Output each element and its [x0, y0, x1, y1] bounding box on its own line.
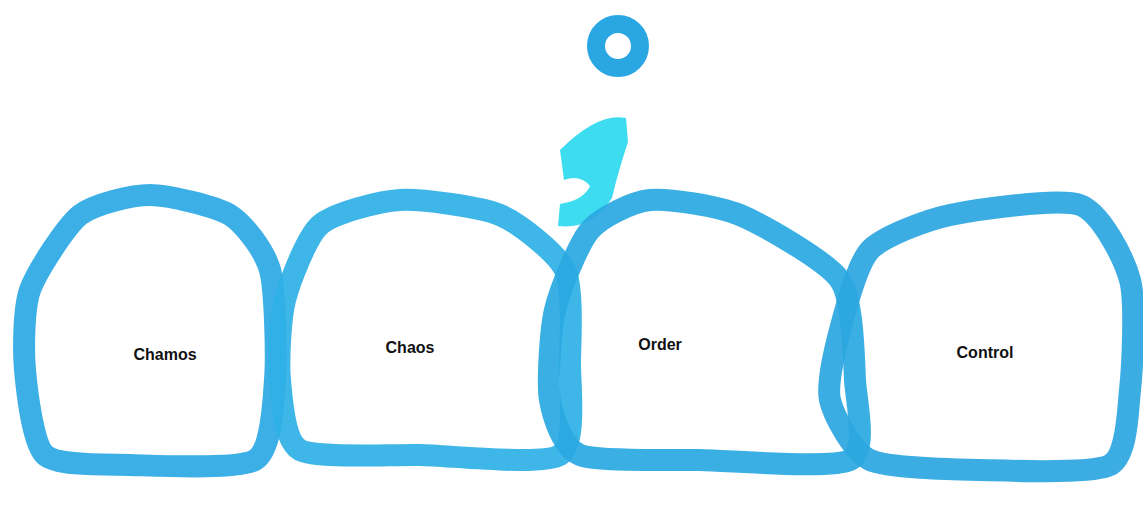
ring-node: Chamos	[13, 183, 287, 477]
ring-label: Chaos	[386, 338, 435, 357]
ring-label: Order	[638, 335, 682, 354]
brush-ring	[538, 188, 867, 472]
brush-ring	[818, 193, 1142, 482]
ring-node: Order	[538, 188, 867, 472]
ring-node: Chaos	[268, 188, 582, 467]
ring-node: Control	[818, 193, 1142, 482]
ring-label: Chamos	[133, 345, 196, 364]
small-ring	[596, 24, 640, 68]
brush-ring	[13, 183, 287, 477]
ring-label: Control	[957, 343, 1014, 362]
ring-outline	[549, 200, 860, 465]
brush-ring	[268, 188, 582, 467]
ring-outline	[279, 200, 571, 460]
ring-outline	[829, 203, 1133, 472]
ring-outline	[24, 195, 276, 466]
